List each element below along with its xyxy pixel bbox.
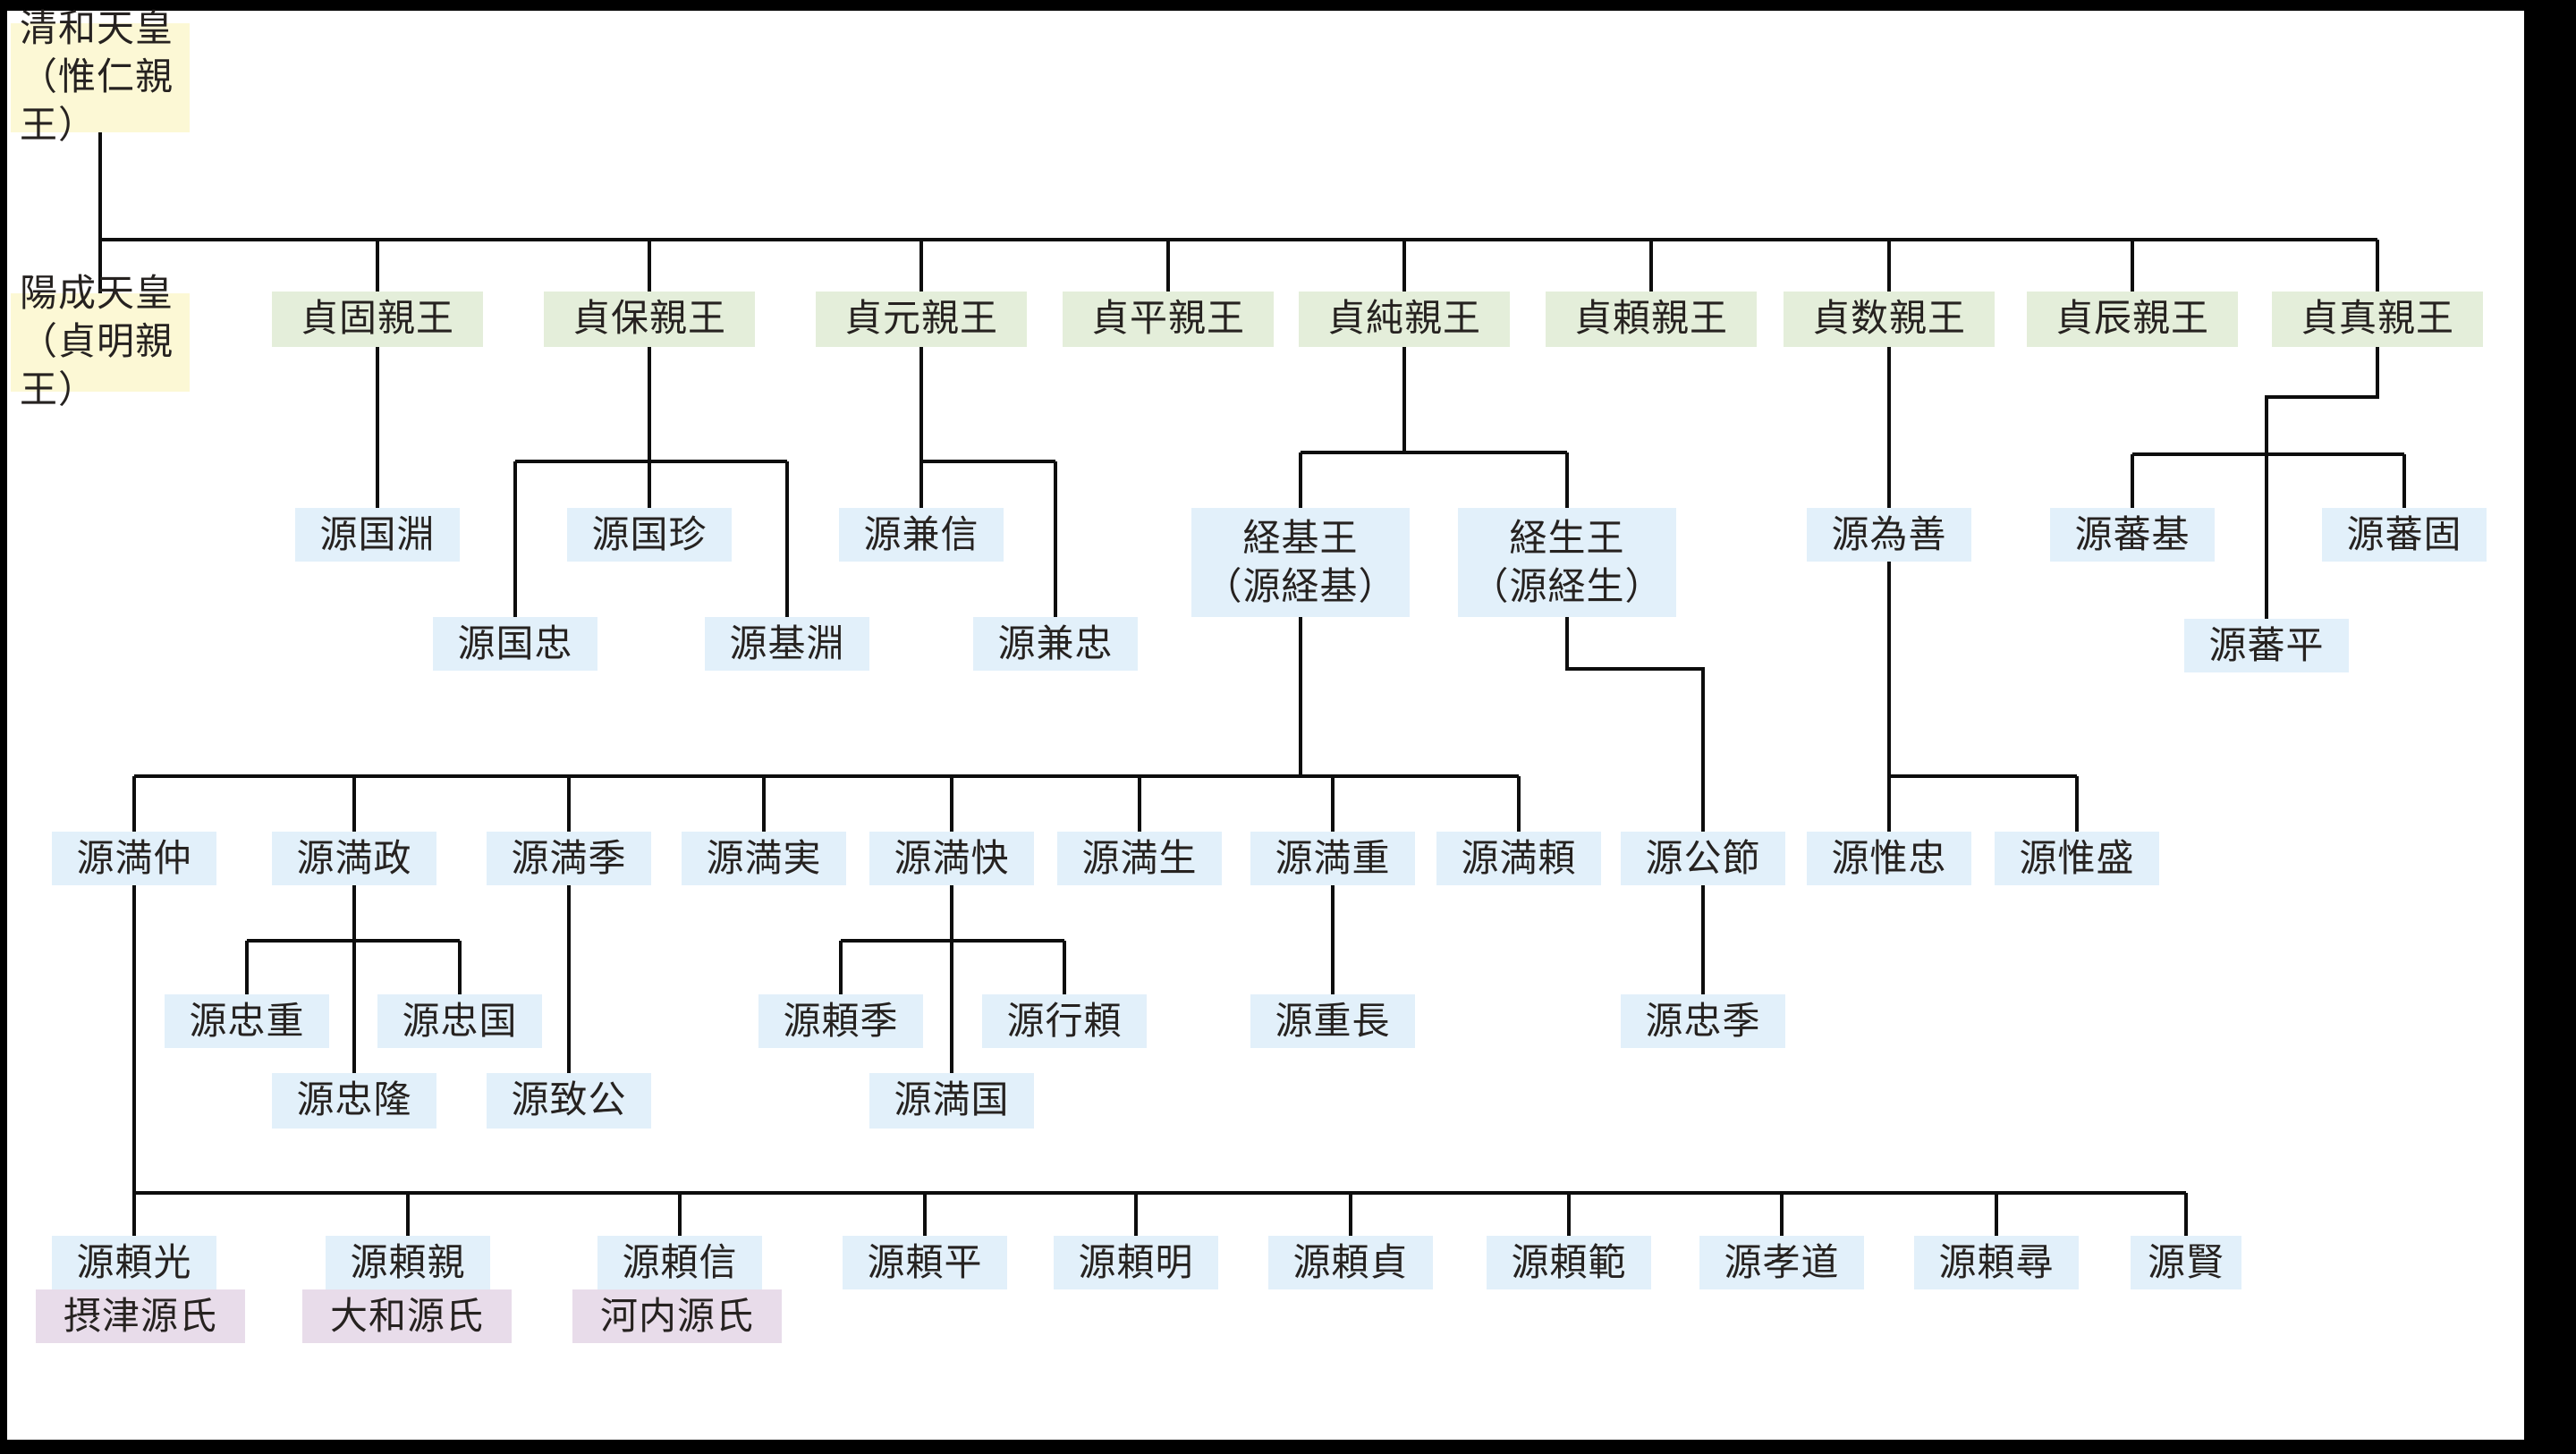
tree-node-kunifuchi: 源国淵 [295, 508, 460, 562]
tree-node-yorisue: 源頼季 [758, 994, 923, 1048]
connector [2264, 347, 2380, 454]
tree-node-mitsunaka: 源満仲 [52, 832, 216, 885]
tree-node-mitsuyoshi: 源満快 [869, 832, 1034, 885]
tree-node-shigenaga: 源重長 [1250, 994, 1415, 1048]
tree-node-motofuchi: 源基淵 [705, 617, 869, 671]
tree-node-tadakuni: 源忠国 [377, 994, 542, 1048]
tree-node-mitsunari: 源満生 [1057, 832, 1222, 885]
tree-node-yorihira: 源頼平 [843, 1236, 1007, 1289]
tree-node-yamato-genji: 大和源氏 [302, 1289, 512, 1343]
tree-node-tadataka: 源忠隆 [272, 1073, 436, 1129]
tree-node-settsu-genji: 摂津源氏 [36, 1289, 245, 1343]
tree-node-sadamoto: 貞元親王 [816, 292, 1027, 347]
tree-node-mitsusue: 源満季 [487, 832, 651, 885]
tree-node-kanenobu: 源兼信 [839, 508, 1004, 562]
tree-node-seiwa-tenno: 清和天皇 （惟仁親王） [11, 9, 190, 147]
tree-node-tadasue: 源忠季 [1621, 994, 1785, 1048]
tree-node-sadayori: 貞頼親王 [1546, 292, 1757, 347]
tree-node-kuniuzu: 源国珍 [567, 508, 732, 562]
tree-node-yukiyori: 源行頼 [982, 994, 1147, 1048]
tree-node-tsunenari: 経生王 （源経生） [1458, 508, 1676, 617]
tree-node-yorinobu: 源頼信 [597, 1236, 762, 1289]
tree-node-shigekata: 源蕃固 [2322, 508, 2487, 562]
tree-node-sadakata: 貞固親王 [272, 292, 483, 347]
tree-node-mitsukuni: 源満国 [869, 1073, 1034, 1129]
tree-node-sadakazu: 貞数親王 [1784, 292, 1995, 347]
tree-node-genken: 源賢 [2131, 1236, 2241, 1289]
tree-node-yorisada: 源頼貞 [1268, 1236, 1433, 1289]
tree-node-tadashige: 源忠重 [165, 994, 329, 1048]
tree-node-tameyoshi: 源為善 [1807, 508, 1971, 562]
diagram-paper [7, 11, 2524, 1440]
tree-node-yorihiro: 源頼尋 [1914, 1236, 2079, 1289]
tree-node-munekimi: 源致公 [487, 1073, 651, 1129]
tree-node-mitsumasa: 源満政 [272, 832, 436, 885]
tree-node-kiminori: 源公節 [1621, 832, 1785, 885]
tree-node-mitsushige: 源満重 [1250, 832, 1415, 885]
tree-node-tsunemoto: 経基王 （源経基） [1191, 508, 1410, 617]
tree-node-yozei-tenno: 陽成天皇 （貞明親王） [11, 274, 190, 411]
tree-node-yorinori: 源頼範 [1487, 1236, 1651, 1289]
tree-node-yorimitsu: 源頼光 [52, 1236, 216, 1289]
tree-node-yorichika: 源頼親 [326, 1236, 490, 1289]
tree-node-mitsuzane: 源満実 [682, 832, 846, 885]
tree-node-koretada: 源惟忠 [1807, 832, 1971, 885]
tree-node-sadahira: 貞平親王 [1063, 292, 1274, 347]
tree-node-shigehira: 源蕃平 [2184, 619, 2349, 672]
tree-node-kunitada: 源国忠 [433, 617, 597, 671]
tree-node-mitsuyori: 源満頼 [1436, 832, 1601, 885]
tree-node-takamichi: 源孝道 [1699, 1236, 1864, 1289]
tree-node-shigemoto: 源蕃基 [2050, 508, 2215, 562]
tree-node-kawachi-genji: 河内源氏 [572, 1289, 782, 1343]
tree-node-yoriaki: 源頼明 [1054, 1236, 1218, 1289]
tree-node-koremori: 源惟盛 [1995, 832, 2159, 885]
tree-node-kanetada: 源兼忠 [973, 617, 1138, 671]
tree-node-sadasane: 貞真親王 [2272, 292, 2483, 347]
tree-node-sadazumi: 貞純親王 [1299, 292, 1510, 347]
tree-node-sadatoki: 貞辰親王 [2027, 292, 2238, 347]
tree-node-sadayasu: 貞保親王 [544, 292, 755, 347]
connector [1564, 617, 1706, 832]
